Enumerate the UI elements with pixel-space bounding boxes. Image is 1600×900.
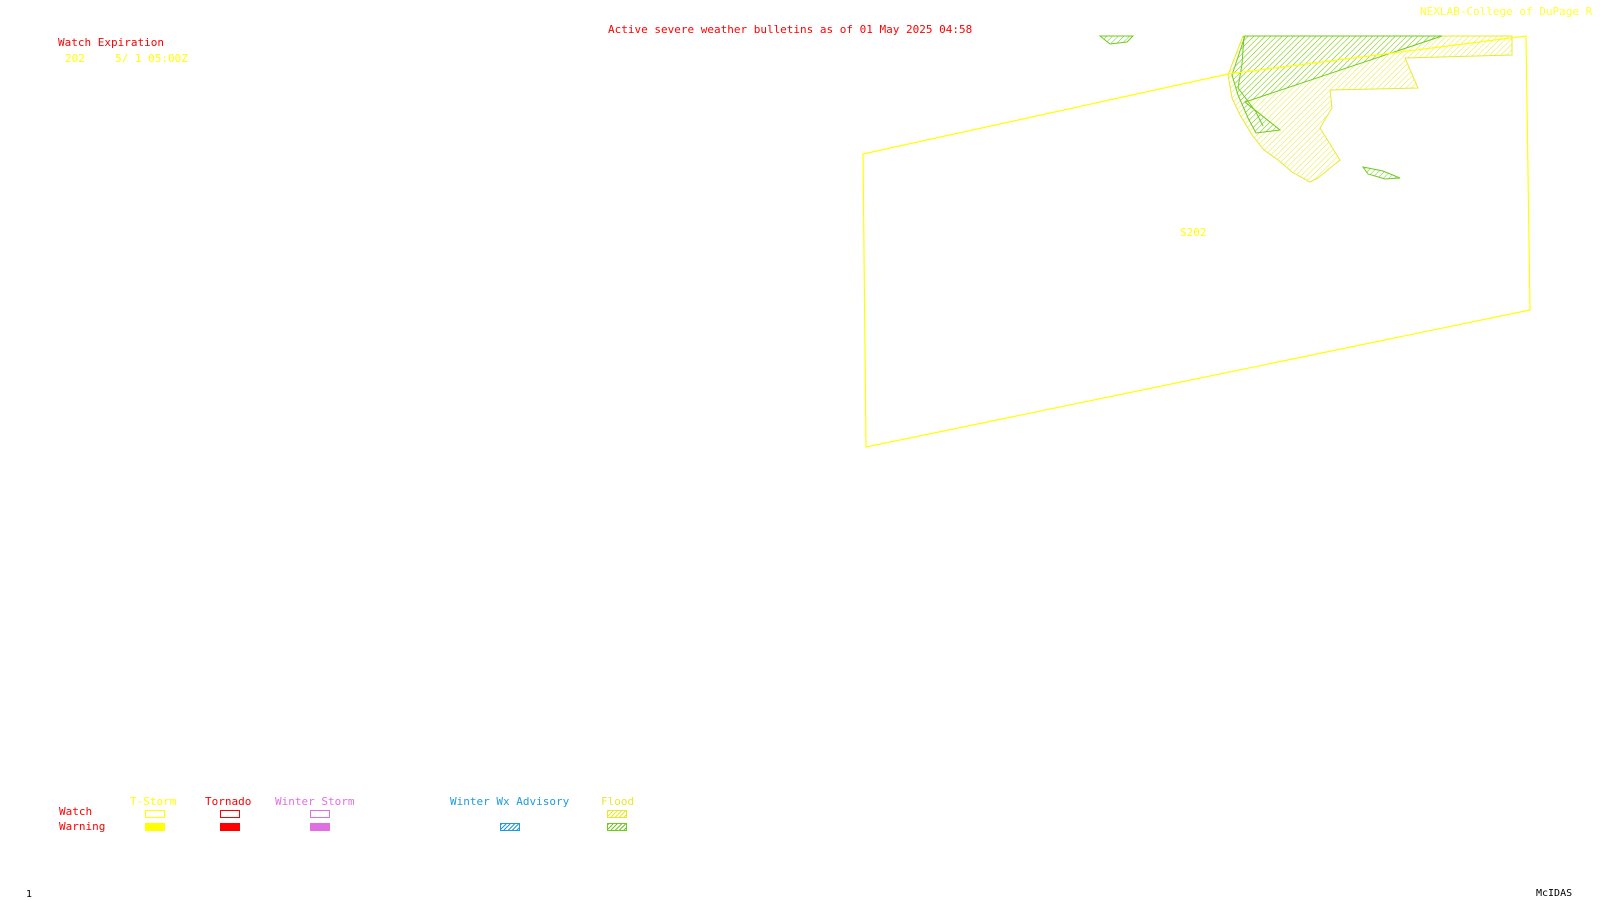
swatch-flood-warning [607, 823, 627, 831]
flood-warning-area [1231, 35, 1443, 134]
legend-row-warning: Warning [59, 820, 106, 833]
watch-expiration-heading: Watch Expiration [58, 36, 164, 49]
watch-box-label: S202 [1180, 226, 1207, 239]
flood-warning-area [1361, 166, 1401, 180]
swatch-tstorm-watch [145, 810, 165, 818]
swatch-flood-watch [607, 810, 627, 818]
swatch-tornado-warning [220, 823, 240, 831]
legend-label-flood: Flood [601, 795, 635, 808]
flood-warning-area [1098, 35, 1135, 45]
legend-label-tornado: Tornado [205, 795, 252, 808]
flood-warning-area [1237, 35, 1264, 127]
legend-row-watch: Watch [59, 805, 93, 818]
swatch-tstorm-warning [145, 823, 165, 831]
tstorm-watch-polygon[interactable] [862, 35, 1531, 448]
swatch-winter-advisory [500, 823, 520, 831]
legend-label-winter-storm: Winter Storm [275, 795, 355, 808]
swatch-winter-storm-warning [310, 823, 330, 831]
swatch-tornado-watch [220, 810, 240, 818]
watch-number: 202 [65, 52, 85, 65]
frame-number: 1 [26, 889, 33, 900]
legend-label-winter-advisory: Winter Wx Advisory [450, 795, 570, 808]
swatch-winter-storm-watch [310, 810, 330, 818]
legend-label-tstorm: T-Storm [130, 795, 177, 808]
watch-expiration-time: 5/ 1 05:00Z [115, 52, 188, 65]
credit-label: NEXLAB-College of DuPage R [1420, 5, 1593, 18]
product-label: McIDAS [1536, 888, 1573, 899]
page-title: Active severe weather bulletins as of 01… [608, 23, 973, 36]
